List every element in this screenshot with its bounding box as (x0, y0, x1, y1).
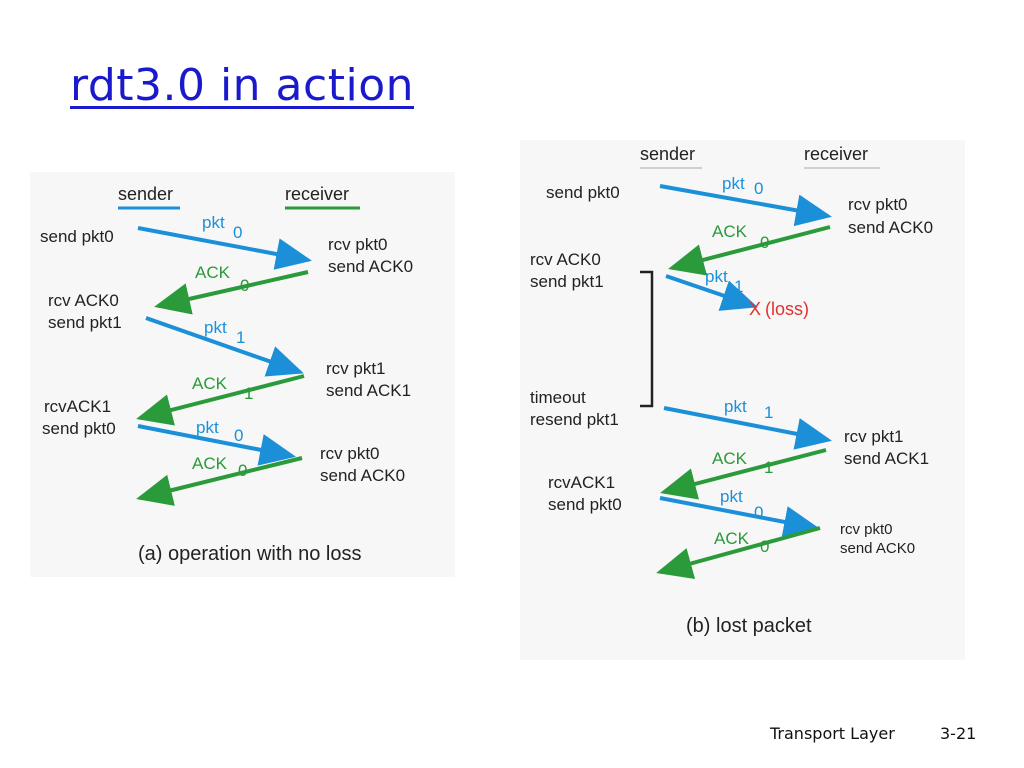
diagram-b-ack-arrow (668, 225, 831, 276)
diagram-a-sender-label: rcvACK1 (44, 397, 111, 416)
diagram-a-message-seq: 0 (234, 426, 243, 445)
diagram-a-panel (30, 172, 455, 577)
diagram-a-message-seq: 0 (240, 276, 249, 295)
loss-x-mark: X (749, 299, 761, 319)
diagram-a-receiver-label: rcv pkt0 (328, 235, 388, 254)
timeout-bracket (640, 270, 654, 408)
diagram-a-sender-header: sender (118, 184, 173, 204)
diagram-b-message-name: pkt (724, 397, 747, 416)
diagram-a-sender-label: rcv ACK0 (48, 291, 119, 310)
diagram-a-receiver-label: send ACK1 (326, 381, 411, 400)
diagram-a-message-name: ACK (192, 454, 228, 473)
diagram-a-packet-arrow (137, 424, 296, 466)
diagram-b-message-name: ACK (714, 529, 750, 548)
diagram-b-caption: (b) lost packet (686, 615, 812, 637)
diagram-b-sender-label: send pkt0 (546, 183, 620, 202)
diagram-b: sender receiver send pkt0 rcv ACK0 send … (530, 144, 933, 637)
diagram-a-message-name: pkt (196, 418, 219, 437)
loss-label: (loss) (765, 299, 809, 319)
diagram-b-packet-arrow (659, 496, 820, 538)
diagram-a-sender-label: send pkt1 (48, 313, 122, 332)
diagram-b-receiver-label: rcv pkt0 (848, 195, 908, 214)
diagram-b-packet-arrow (663, 406, 832, 450)
diagram-b-message-name: pkt (705, 267, 728, 286)
diagram-a-message-name: pkt (202, 213, 225, 232)
footer-page-number: 3-21 (940, 724, 977, 743)
diagram-b-ack-arrow (660, 448, 827, 500)
diagram-a-receiver-label: send ACK0 (320, 466, 405, 485)
diagram-a-message-seq: 1 (236, 328, 245, 347)
diagram-b-message-seq: 0 (754, 503, 763, 522)
diagram-a-message-seq: 0 (238, 461, 247, 480)
diagram-a: sender receiver send pkt0 rcv ACK0 send … (40, 184, 413, 565)
diagram-b-message-name: pkt (720, 487, 743, 506)
diagram-a-caption: (a) operation with no loss (138, 543, 361, 565)
diagram-a-message-seq: 0 (233, 223, 242, 242)
diagram-a-message-name: ACK (192, 374, 228, 393)
diagram-b-packet-arrow (665, 274, 758, 311)
diagram-a-sender-label: send pkt0 (42, 419, 116, 438)
diagram-b-receiver-label: rcv pkt1 (844, 427, 904, 446)
diagram-a-receiver-header: receiver (285, 184, 349, 204)
diagram-b-receiver-label: send ACK0 (848, 218, 933, 237)
diagram-b-receiver-label: rcv pkt0 (840, 521, 893, 538)
diagram-b-sender-label: rcvACK1 (548, 473, 615, 492)
diagram-a-packet-arrow (137, 226, 312, 270)
diagram-a-ack-arrow (136, 374, 305, 426)
diagram-b-message-seq: 1 (734, 277, 743, 296)
diagram-a-receiver-label: rcv pkt1 (326, 359, 386, 378)
diagram-b-message-seq: 1 (764, 403, 773, 422)
diagram-b-sender-label: send pkt1 (530, 272, 604, 291)
diagram-b-sender-label: resend pkt1 (530, 410, 619, 429)
diagram-b-message-seq: 0 (754, 179, 763, 198)
diagram-b-message-name: ACK (712, 449, 748, 468)
slide-title: rdt3.0 in action (70, 60, 414, 111)
diagram-a-sender-label: send pkt0 (40, 227, 114, 246)
diagram-a-receiver-label: send ACK0 (328, 257, 413, 276)
diagram-b-message-seq: 0 (760, 537, 769, 556)
diagram-b-sender-header: sender (640, 144, 695, 164)
diagram-b-message-seq: 0 (760, 233, 769, 252)
diagram-b-sender-label: rcv ACK0 (530, 250, 601, 269)
diagram-b-receiver-label: send ACK0 (840, 540, 915, 557)
diagram-b-message-name: pkt (722, 174, 745, 193)
diagram-a-packet-arrow (145, 316, 304, 377)
diagram-a-ack-arrow (154, 270, 309, 315)
diagram-a-message-seq: 1 (244, 384, 253, 403)
diagram-a-ack-arrow (136, 456, 303, 506)
diagram-b-receiver-header: receiver (804, 144, 868, 164)
diagram-b-panel (520, 140, 965, 660)
diagram-b-message-seq: 1 (764, 458, 773, 477)
diagram-b-ack-arrow (656, 526, 821, 579)
footer-section-name: Transport Layer (770, 724, 895, 743)
diagram-a-message-name: ACK (195, 263, 231, 282)
diagram-a-message-name: pkt (204, 318, 227, 337)
diagram-b-receiver-label: send ACK1 (844, 449, 929, 468)
diagram-b-sender-label: timeout (530, 388, 586, 407)
diagram-b-message-name: ACK (712, 222, 748, 241)
diagram-b-packet-arrow (659, 184, 832, 227)
diagram-b-sender-label: send pkt0 (548, 495, 622, 514)
diagram-a-receiver-label: rcv pkt0 (320, 444, 380, 463)
